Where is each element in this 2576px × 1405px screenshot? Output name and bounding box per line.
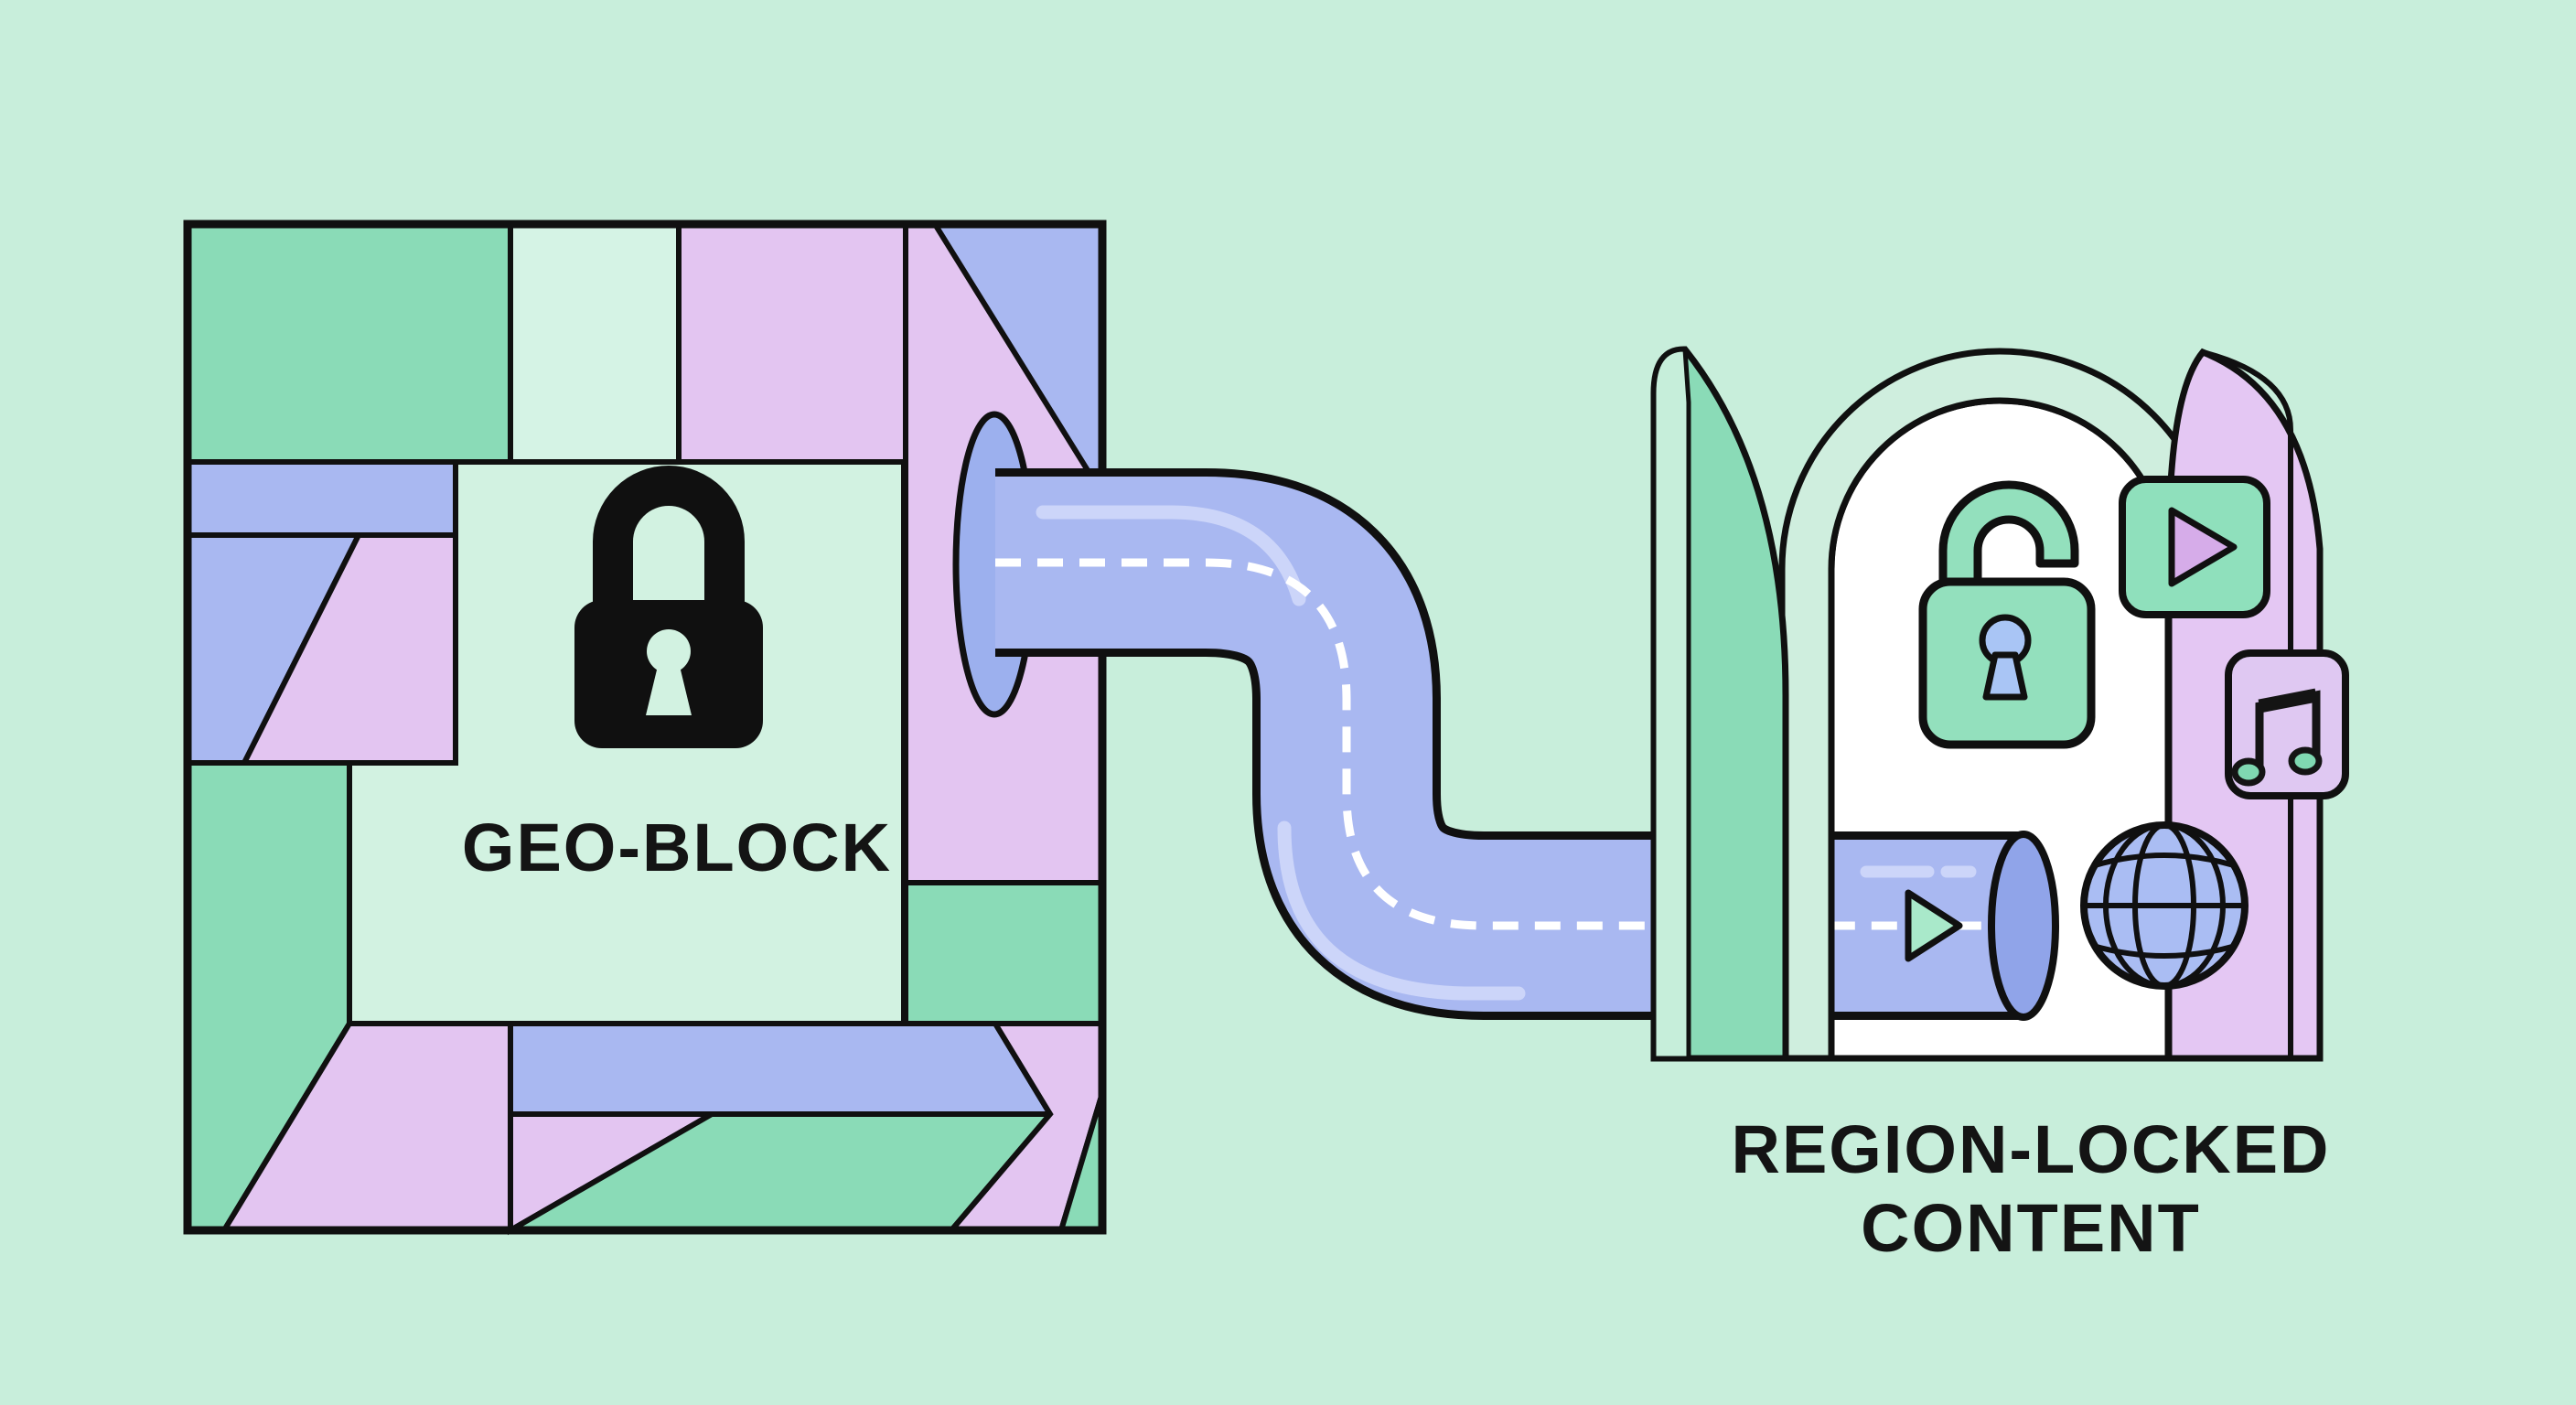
tile-right-green — [903, 880, 1105, 1026]
padlock-unlocked-keyhole-slot — [1982, 651, 2028, 701]
geo-block-label: GEO-BLOCK — [462, 810, 892, 885]
music-note-head-left — [2231, 757, 2266, 787]
tile-top-green — [185, 221, 513, 465]
padlock-locked-keyhole-slot — [646, 662, 692, 715]
padlock-locked-keyhole-circle — [647, 629, 691, 673]
padlock-locked-shackle — [593, 466, 745, 611]
region-locked-label-line1: REGION-LOCKED — [1732, 1111, 2331, 1187]
globe-parallel-north — [2094, 853, 2235, 868]
door-left-open — [1650, 346, 1789, 1062]
globe-parallel-south — [2092, 943, 2237, 959]
play-arrow-icon — [1905, 889, 1963, 962]
globe-icon — [2080, 821, 2249, 990]
padlock-unlocked-icon — [1918, 480, 2096, 749]
door-left-edge-strip — [1651, 347, 1691, 1061]
music-note-head-right — [2288, 746, 2323, 776]
geo-block-border — [183, 220, 1107, 1235]
region-locked-label: REGION-LOCKED CONTENT — [1732, 1111, 2331, 1266]
tile-left-blue — [185, 459, 458, 538]
tube-highlight-bend — [1277, 820, 1526, 1001]
play-icon — [2119, 476, 2270, 618]
music-note-icon — [2225, 649, 2349, 799]
region-locked-label-line2: CONTENT — [1861, 1190, 2201, 1266]
door-right-edge-line — [2202, 349, 2293, 1058]
padlock-unlocked-shackle — [1938, 480, 2079, 586]
vpn-tunnel-tube — [995, 468, 2059, 1021]
tile-bottom-blue-strip — [508, 1021, 1056, 1117]
tube-end-cap — [1988, 831, 2059, 1021]
tube-dashed-road-line — [995, 558, 2023, 930]
play-icon-triangle — [2168, 507, 2238, 587]
padlock-locked-icon — [574, 466, 763, 748]
tile-top-purple — [676, 221, 908, 465]
music-note-beam — [2258, 688, 2318, 713]
tile-top-mint — [508, 221, 682, 465]
